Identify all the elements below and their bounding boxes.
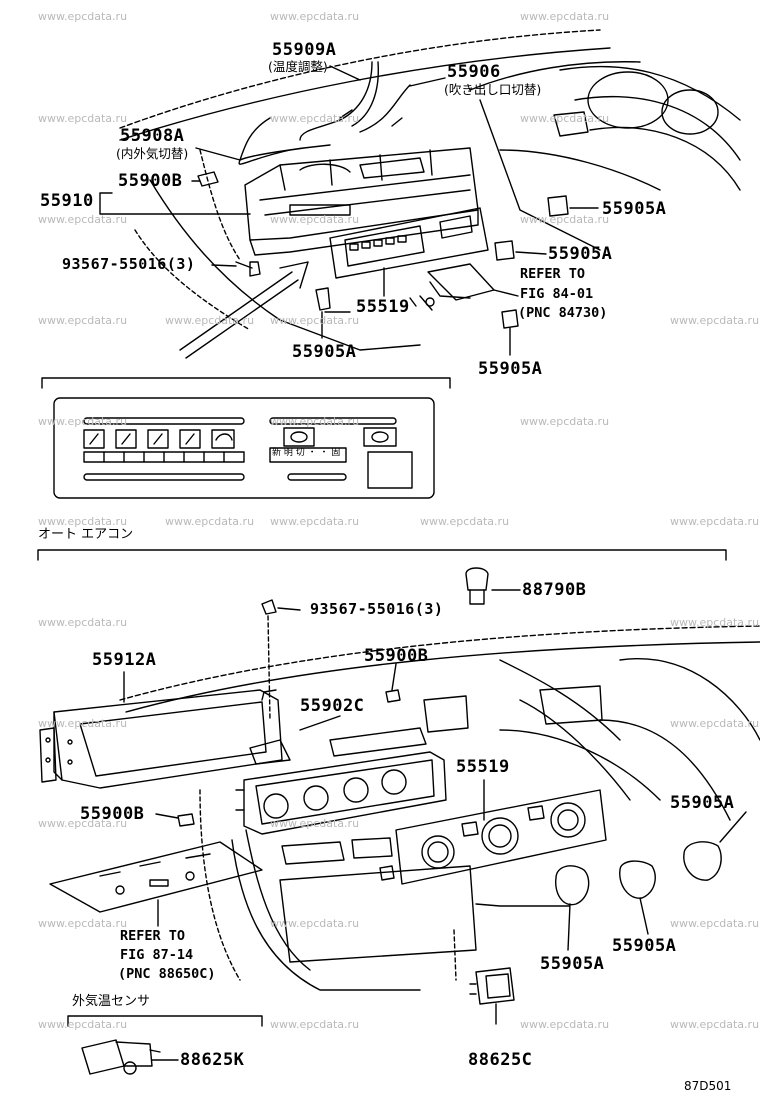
part-label-88625K: 88625K: [180, 1050, 245, 1070]
bottom-dashboard-outline: [119, 625, 760, 991]
watermark-34: www.epcdata.ru: [670, 1018, 760, 1031]
leader-lines-top: [99, 65, 599, 356]
part-label-55900B-top: 55900B: [118, 171, 183, 191]
watermark-32: www.epcdata.ru: [270, 1018, 360, 1031]
detail-bracket-top: [41, 377, 451, 389]
screw-bottom: [261, 599, 277, 721]
watermark-24: www.epcdata.ru: [38, 717, 128, 730]
part-desc-55906: (吹き出し口切替): [444, 82, 542, 97]
part-label-55519-top: 55519: [356, 297, 410, 317]
part-label-55905A-b2: 55905A: [612, 936, 677, 956]
watermark-4: www.epcdata.ru: [38, 112, 128, 125]
heater-control-assembly: [244, 147, 479, 256]
watermark-26: www.epcdata.ru: [38, 817, 128, 830]
part-label-55908A: 55908A: [120, 126, 185, 146]
front-panel-detail: [53, 397, 435, 499]
refer-top-line1: REFER TO: [520, 266, 586, 282]
watermark-11: www.epcdata.ru: [165, 314, 255, 327]
part-label-55519-bottom: 55519: [456, 757, 510, 777]
part-label-55912A: 55912A: [92, 650, 157, 670]
section-bracket-sensor: [67, 1015, 263, 1027]
watermark-5: www.epcdata.ru: [270, 112, 360, 125]
watermark-28: www.epcdata.ru: [38, 917, 128, 930]
climate-control-unit: [235, 727, 447, 835]
leader-lines-bottom: [123, 589, 747, 1061]
diagram-code: 87D501: [684, 1079, 732, 1093]
lamp-55900B: [177, 689, 401, 827]
watermark-17: www.epcdata.ru: [38, 515, 128, 528]
refer-top-line2: FIG 84-01: [520, 286, 594, 302]
screw-top: [235, 261, 261, 277]
watermark-2: www.epcdata.ru: [270, 10, 360, 23]
part-label-93567-bottom: 93567-55016(3): [310, 600, 444, 618]
part-label-55900B-b2: 55900B: [80, 804, 145, 824]
watermark-8: www.epcdata.ru: [270, 213, 360, 226]
watermark-30: www.epcdata.ru: [670, 917, 760, 930]
refer-top-line3: (PNC 84730): [518, 305, 608, 321]
part-label-55905A-t1: 55905A: [602, 199, 667, 219]
panel-indicator-text: 新 明 切 ・ ・ 固: [272, 448, 341, 458]
connector-harness-top: [409, 263, 495, 311]
control-panel-face-top: [329, 207, 489, 279]
watermark-3: www.epcdata.ru: [520, 10, 610, 23]
view-arrow: [179, 261, 309, 359]
watermark-14: www.epcdata.ru: [38, 415, 128, 428]
watermark-27: www.epcdata.ru: [270, 817, 360, 830]
switch-88625C: [469, 967, 515, 1005]
part-label-55905A-t2: 55905A: [548, 244, 613, 264]
section-bracket-auto: [37, 549, 727, 561]
part-label-55902C: 55902C: [300, 696, 365, 716]
bottom-bracket-plate: [49, 841, 263, 913]
watermark-29: www.epcdata.ru: [270, 917, 360, 930]
part-label-55905A-b1: 55905A: [670, 793, 735, 813]
watermark-21: www.epcdata.ru: [670, 515, 760, 528]
watermark-1: www.epcdata.ru: [38, 10, 128, 23]
refer-bottom-line2: FIG 87-14: [120, 947, 194, 963]
refer-bottom-line1: REFER TO: [120, 928, 186, 944]
top-dashboard-outline: [119, 29, 741, 351]
part-label-55900B-b1: 55900B: [364, 646, 429, 666]
watermark-25: www.epcdata.ru: [670, 717, 760, 730]
part-label-55905A-t4: 55905A: [478, 359, 543, 379]
part-label-88790B: 88790B: [522, 580, 587, 600]
section-title-auto-aircon: オート エアコン: [38, 527, 134, 542]
bulb-88790B: [465, 567, 489, 605]
part-label-93567-top: 93567-55016(3): [62, 255, 196, 273]
control-cables: [238, 61, 411, 165]
watermark-9: www.epcdata.ru: [520, 213, 610, 226]
part-desc-55908A: (内外気切替): [116, 146, 189, 161]
watermark-15: www.epcdata.ru: [270, 415, 360, 428]
part-label-88625C: 88625C: [468, 1050, 533, 1070]
watermark-18: www.epcdata.ru: [165, 515, 255, 528]
watermark-7: www.epcdata.ru: [38, 213, 128, 226]
watermark-12: www.epcdata.ru: [270, 314, 360, 327]
watermark-23: www.epcdata.ru: [670, 616, 760, 629]
part-desc-55909A: (温度調整): [268, 59, 328, 74]
mounting-bracket: [39, 689, 283, 789]
control-panel-face-bottom: [379, 789, 607, 885]
watermark-6: www.epcdata.ru: [520, 112, 610, 125]
watermark-22: www.epcdata.ru: [38, 616, 128, 629]
watermark-33: www.epcdata.ru: [520, 1018, 610, 1031]
part-label-55906: 55906: [447, 62, 501, 82]
refer-bottom-line3: (PNC 88650C): [118, 966, 216, 982]
knob-parts-top: [197, 171, 569, 329]
watermark-13: www.epcdata.ru: [670, 314, 760, 327]
watermark-10: www.epcdata.ru: [38, 314, 128, 327]
sensor-88625K: [81, 1039, 161, 1075]
part-label-55905A-t3: 55905A: [292, 342, 357, 362]
part-label-55905A-b3: 55905A: [540, 954, 605, 974]
watermark-20: www.epcdata.ru: [420, 515, 510, 528]
watermark-19: www.epcdata.ru: [270, 515, 360, 528]
part-label-55910: 55910: [40, 191, 94, 211]
watermark-31: www.epcdata.ru: [38, 1018, 128, 1031]
part-label-55909A: 55909A: [272, 40, 337, 60]
knob-parts-bottom: [555, 841, 722, 906]
section-title-outside-temp-sensor: 外気温センサ: [72, 994, 151, 1009]
watermark-16: www.epcdata.ru: [520, 415, 610, 428]
